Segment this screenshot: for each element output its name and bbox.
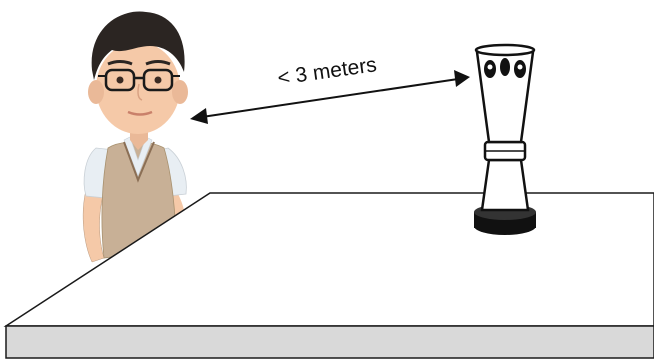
person-icon [82, 11, 188, 263]
distance-label: < 3 meters [276, 53, 378, 90]
table-edge [5, 325, 654, 359]
double-arrow-icon [190, 70, 470, 124]
smart-speaker-icon [474, 43, 536, 235]
